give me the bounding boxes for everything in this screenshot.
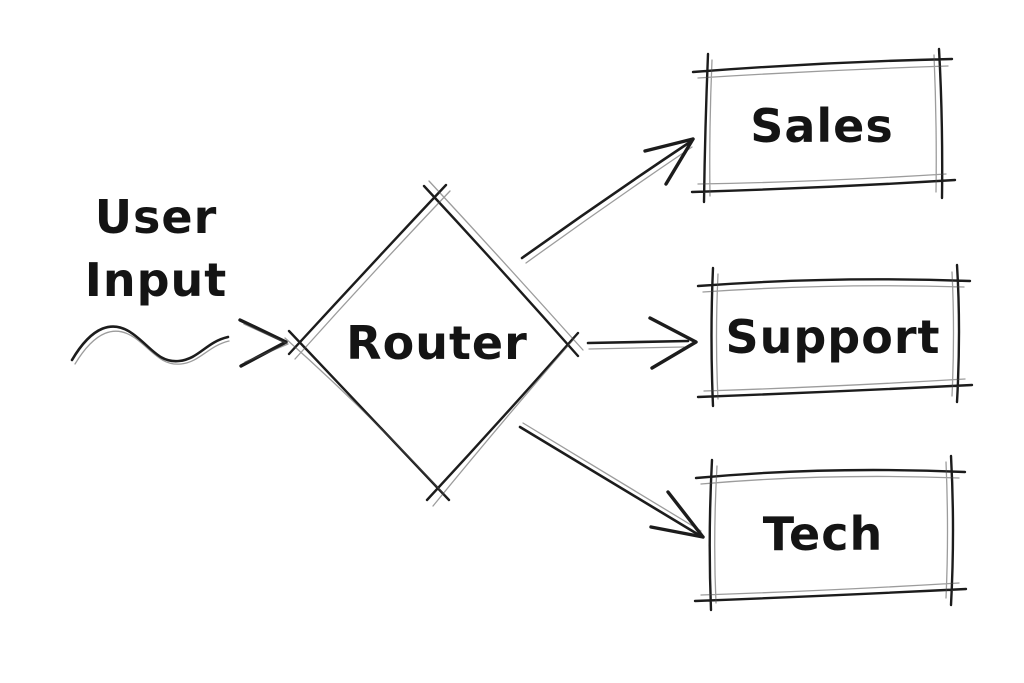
support-arrow-shaft-secondary	[588, 346, 685, 350]
node-user-input: User Input	[85, 190, 228, 307]
tech-arrow-head	[649, 490, 705, 539]
support-arrow-shaft	[586, 339, 690, 345]
tech-arrow-shaft	[518, 425, 701, 537]
node-router: Router	[284, 180, 584, 507]
support-box-outline	[696, 263, 974, 408]
wavy-arrow-shaft	[70, 325, 230, 363]
sales-arrow-shaft	[520, 140, 692, 260]
router-diamond-outline	[287, 183, 580, 502]
edge-router-to-sales	[520, 137, 695, 264]
user-input-label-line1: User	[95, 190, 218, 244]
router-diamond-outline-secondary	[284, 180, 584, 507]
node-tech: Tech	[693, 454, 968, 612]
sales-arrow-head	[643, 137, 695, 186]
edge-input-to-router	[70, 318, 289, 368]
support-arrow-head	[648, 316, 698, 370]
node-sales: Sales	[690, 47, 957, 204]
tech-box-outline	[693, 454, 968, 612]
edge-router-to-tech	[518, 422, 705, 539]
node-support: Support	[696, 263, 974, 408]
sales-box-outline-secondary	[697, 54, 949, 197]
sales-arrow-shaft-secondary	[525, 146, 693, 264]
sales-box-outline	[690, 47, 957, 204]
wavy-arrow-head	[238, 318, 288, 368]
wavy-arrow-shaft-secondary	[74, 330, 230, 365]
router-label: Router	[346, 316, 528, 370]
wavy-arrow-head-secondary	[243, 323, 289, 363]
support-label: Support	[725, 310, 940, 364]
edge-router-to-support	[586, 316, 698, 370]
user-input-label-line2: Input	[85, 253, 228, 307]
sales-label: Sales	[750, 99, 894, 153]
tech-label: Tech	[763, 507, 883, 561]
tech-arrow-shaft-secondary	[522, 422, 702, 532]
support-box-outline-secondary	[702, 271, 966, 400]
tech-box-outline-secondary	[700, 461, 960, 604]
